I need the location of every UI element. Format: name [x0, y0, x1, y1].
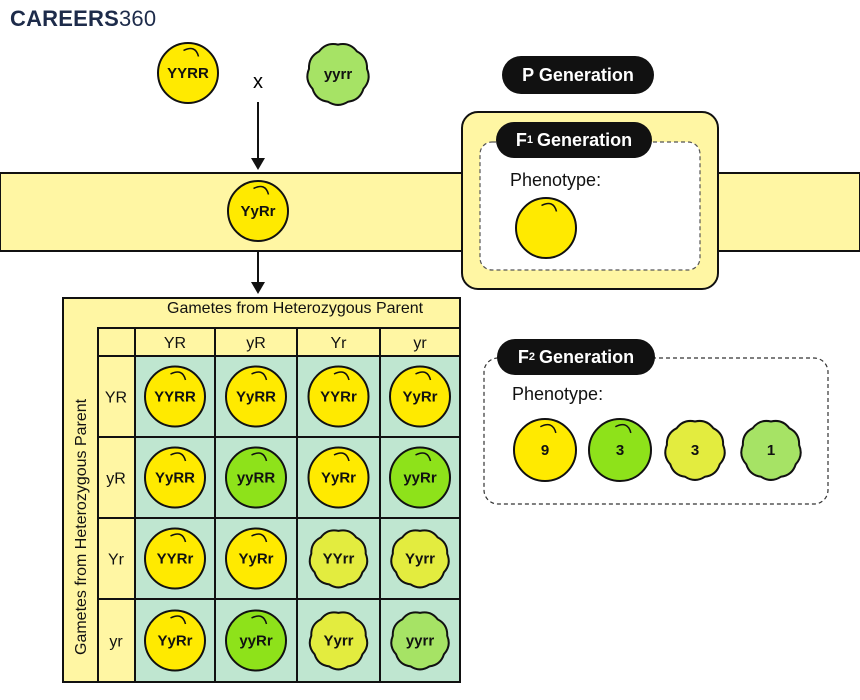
f2-ratio-seed-1-label: 9 [541, 442, 549, 459]
punnett-cell-seed-label: YYRr [157, 551, 194, 568]
f2-ratio-seed-2: 3 [588, 418, 652, 482]
f2-phenotype-label: Phenotype: [512, 384, 604, 404]
col-header: yR [246, 335, 266, 352]
punnett-cell-seed: yyRr [389, 446, 451, 509]
row-header: yR [106, 471, 126, 488]
punnett-cell-seed-label: YYRr [320, 389, 357, 406]
punnett-cell-seed-label: YyRr [157, 633, 192, 650]
f1-band [0, 172, 860, 252]
col-header: Yr [331, 335, 348, 352]
careers360-logo: CAREERS360 [10, 6, 157, 31]
f1-phenotype-box [479, 141, 701, 271]
f1-seed-label: YyRr [240, 203, 275, 220]
punnett-cell-seed-label: YyRr [402, 389, 437, 406]
punnett-cell-seed: YYRR [144, 365, 206, 428]
f1-seed: YyRr [227, 180, 289, 242]
punnett-cell-seed: YyRr [144, 609, 206, 672]
col-header: YR [164, 335, 186, 352]
col-header: yr [413, 335, 427, 352]
punnett-cell-seed-label: yyRR [237, 470, 276, 487]
punnett-cell-seed: YyRR [225, 365, 287, 428]
punnett-cell-seed: YYrr [308, 529, 369, 589]
f1-phenotype-seed [515, 197, 577, 259]
punnett-cell-seed: Yyrr [390, 529, 450, 589]
punnett-cell-seed-label: yyrr [406, 633, 435, 650]
punnett-cell-seed-label: YyRr [321, 470, 356, 487]
punnett-cell-seed-label: Yyrr [323, 633, 353, 650]
row-header: yr [109, 634, 123, 651]
parent-yyrr-dominant-seed-label: YYRR [167, 65, 209, 82]
punnett-cell-seed: yyRr [225, 609, 287, 672]
f2-ratio-seed-3: 3 [664, 419, 726, 481]
punnett-cell-seed-label: yyRr [403, 470, 437, 487]
f2-ratio-seed-4: 1 [740, 419, 802, 481]
punnett-cell-seed-label: Yyrr [405, 551, 435, 568]
parent-yyrr-recessive-seed: yyrr [306, 43, 370, 106]
row-header: Yr [108, 552, 125, 569]
p-generation-pill: P Generation [502, 56, 654, 94]
f2-ratio-seed-4-label: 1 [767, 442, 775, 459]
f2-ratio-seed-2-label: 3 [616, 442, 624, 459]
row-header: YR [105, 390, 127, 407]
parent-yyrr-recessive-seed-label: yyrr [324, 66, 353, 83]
punnett-cell-seed-label: YyRR [236, 389, 276, 406]
punnett-cell-seed: YYRr [307, 365, 370, 428]
punnett-cell-seed: YyRr [307, 446, 370, 509]
punnett-grid-lines [97, 327, 461, 683]
punnett-cell-seed-label: YyRr [238, 551, 273, 568]
arrow-head-to-grid [251, 282, 265, 294]
punnett-cell-seed: YyRr [389, 365, 451, 428]
punnett-cell-seed-label: YYrr [323, 551, 355, 568]
punnett-cell-seed-label: YYRR [154, 389, 196, 406]
parent-yyrr-dominant-seed: YYRR [157, 42, 219, 104]
punnett-cell-seed-label: yyRr [239, 633, 273, 650]
punnett-cell-seed: YyRr [225, 527, 287, 590]
f1-phenotype-label: Phenotype: [510, 170, 602, 190]
punnett-cell-seed: YyRR [144, 446, 206, 509]
grid-top-title: Gametes from Heterozygous Parent [167, 300, 424, 317]
punnett-cell-seed: YYRr [144, 527, 206, 590]
cross-symbol: x [253, 71, 263, 93]
grid-side-title: Gametes from Heterozygous Parent [73, 398, 90, 655]
arrow-head-to-f1 [251, 158, 265, 170]
f2-ratio-seed-3-label: 3 [691, 442, 699, 459]
punnett-cell-seed-label: YyRR [155, 470, 195, 487]
punnett-cell-seed: Yyrr [308, 611, 369, 671]
punnett-cell-seed: yyRR [225, 446, 287, 509]
f2-ratio-seed-1: 9 [513, 418, 577, 482]
punnett-cell-seed: yyrr [390, 611, 450, 671]
